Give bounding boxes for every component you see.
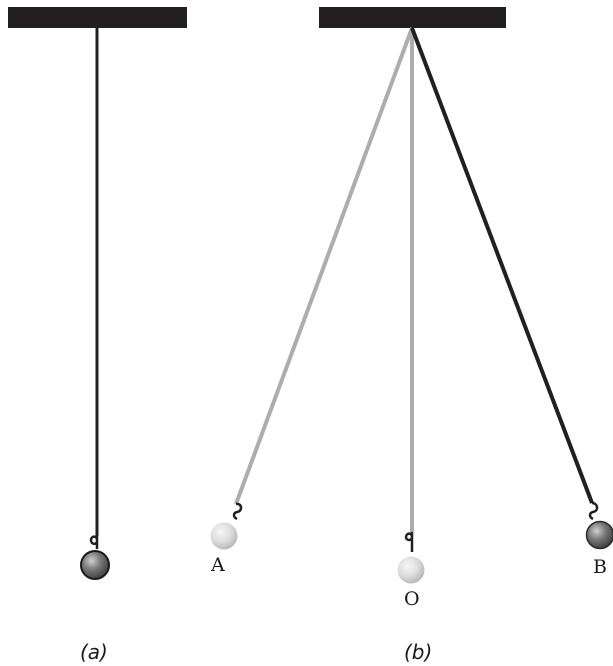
point-label-b: B <box>593 556 607 578</box>
support-b <box>319 7 506 28</box>
bob-at-b <box>585 520 613 550</box>
bob-at-o <box>397 556 425 584</box>
point-label-a: A <box>211 554 225 576</box>
support-a <box>8 7 187 28</box>
hook-at-o <box>404 532 414 552</box>
point-label-o: O <box>404 588 420 610</box>
caption-b: (b) <box>404 640 433 664</box>
string-to-b <box>410 27 594 504</box>
hook-at-a <box>232 502 243 521</box>
bob-at-a <box>210 522 238 550</box>
pendulum-b <box>210 7 613 584</box>
pendulum-a <box>8 7 187 580</box>
hook-at-b <box>588 501 599 521</box>
string-to-a <box>234 27 414 505</box>
hook-a <box>89 535 99 549</box>
caption-a: (a) <box>80 640 108 664</box>
bob-a <box>80 550 110 580</box>
